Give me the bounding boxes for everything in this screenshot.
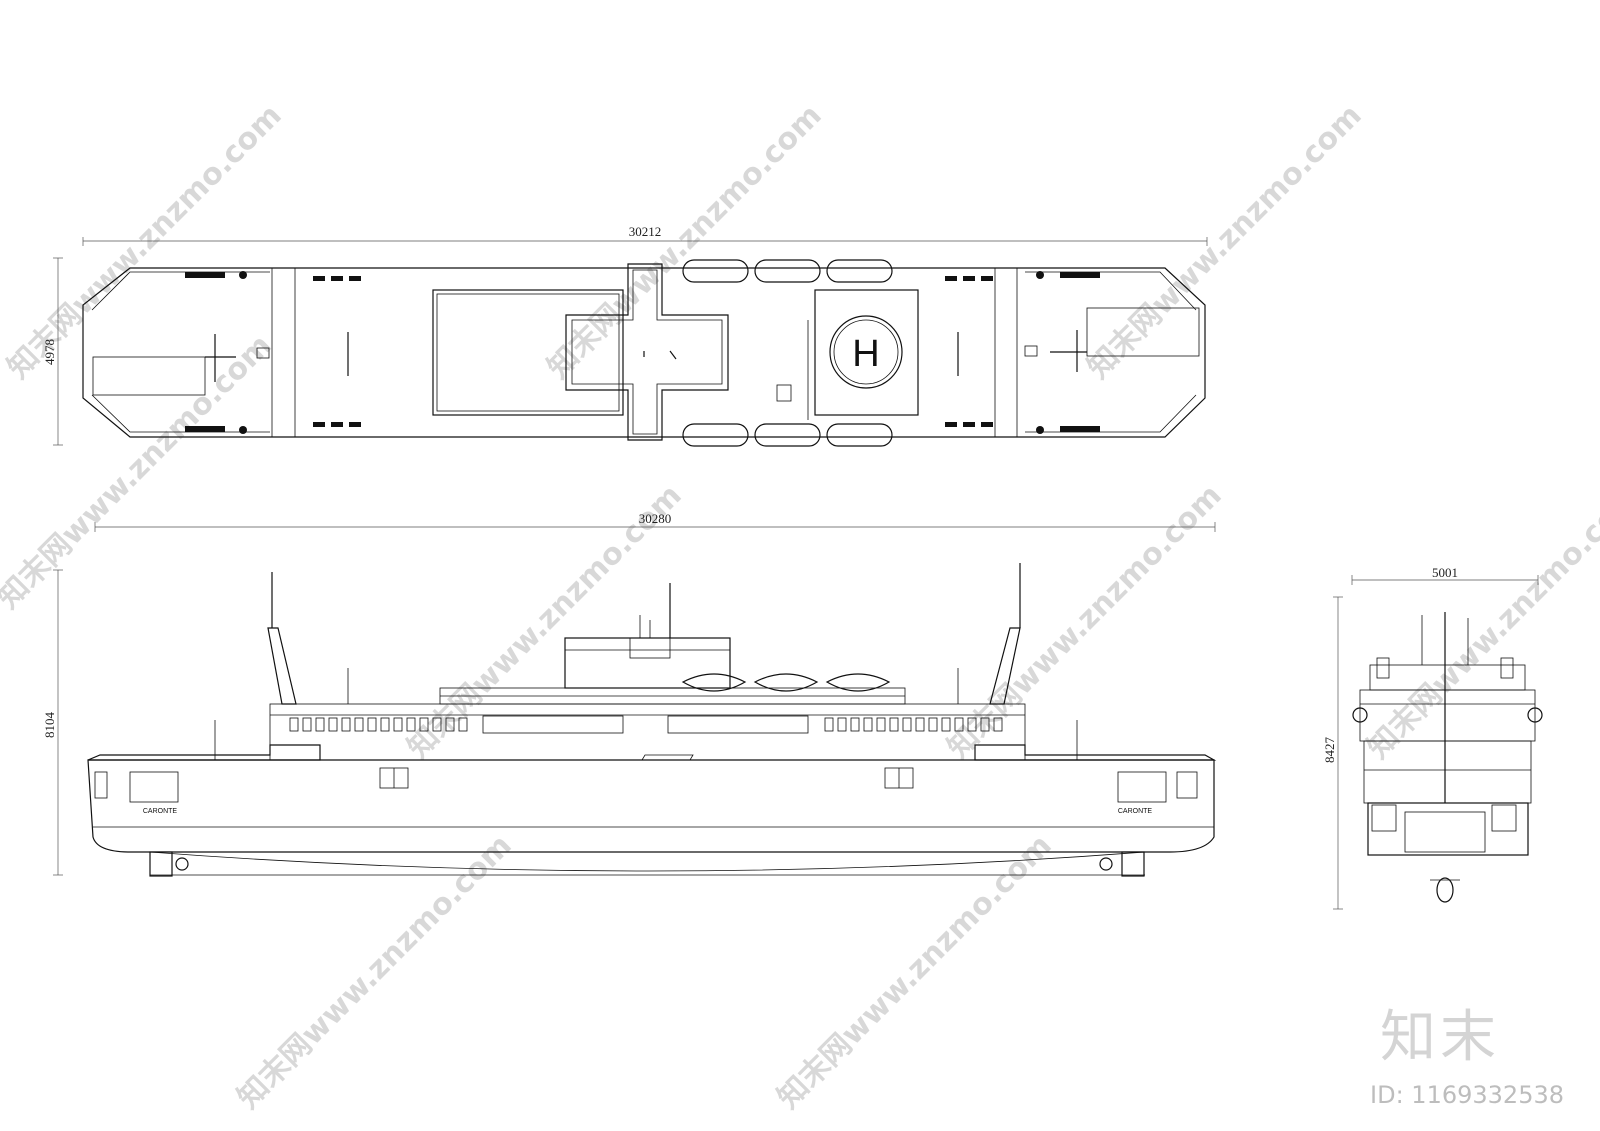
helipad-circle [829, 315, 903, 389]
profile-stern-right [974, 744, 1217, 761]
profile-bow-tower-right [989, 627, 1021, 705]
profile-bridge [564, 637, 731, 689]
plan-deckhouse [432, 289, 624, 416]
helipad-area [814, 289, 919, 416]
profile-stern-left [87, 744, 321, 761]
profile-bow-tower-left [267, 627, 297, 705]
front-view: 5001 8427 [1322, 565, 1543, 910]
profile-hull [87, 759, 1215, 853]
plan-bridge-cross [565, 263, 729, 441]
profile-view: 30280 8104 [42, 511, 1217, 877]
helipad-letter: H [852, 333, 879, 375]
profile-windows [289, 715, 1003, 734]
watermark-text: 知末网www.znzmo.com [1361, 478, 1600, 766]
watermark-text: 知末网www.znzmo.com [1081, 98, 1369, 386]
front-height-label: 8427 [1322, 737, 1337, 764]
watermark-text: 知末网www.znzmo.com [231, 828, 519, 1116]
profile-length-label: 30280 [639, 511, 672, 526]
watermark-id: ID: 1169332538 [1370, 1081, 1564, 1109]
plan-lifeboats [682, 259, 893, 447]
ship-name-stern: CARONTE [143, 808, 178, 815]
front-width-label: 5001 [1432, 565, 1458, 580]
profile-lifeboats [681, 673, 891, 692]
watermark-text: 知末网www.znzmo.com [0, 328, 279, 616]
watermark-text: 知末网www.znzmo.com [771, 828, 1059, 1116]
watermark-layer: 知末网www.znzmo.com 知末网www.znzmo.com 知末网www… [0, 98, 1600, 1116]
watermark-text: 知末网www.znzmo.com [541, 98, 829, 386]
plan-width-label: 4978 [42, 339, 57, 365]
ship-name-bow: CARONTE [1118, 808, 1153, 815]
plan-hull-outline [82, 267, 1206, 438]
watermark-logo: 知末 [1380, 1005, 1500, 1070]
deck-fittings [185, 271, 1100, 434]
plan-length-label: 30212 [629, 224, 662, 239]
plan-view: 30212 4978 [42, 224, 1208, 447]
watermark-text: 知末网www.znzmo.com [941, 478, 1229, 766]
front-hull [1367, 802, 1529, 856]
profile-height-label: 8104 [42, 712, 57, 739]
